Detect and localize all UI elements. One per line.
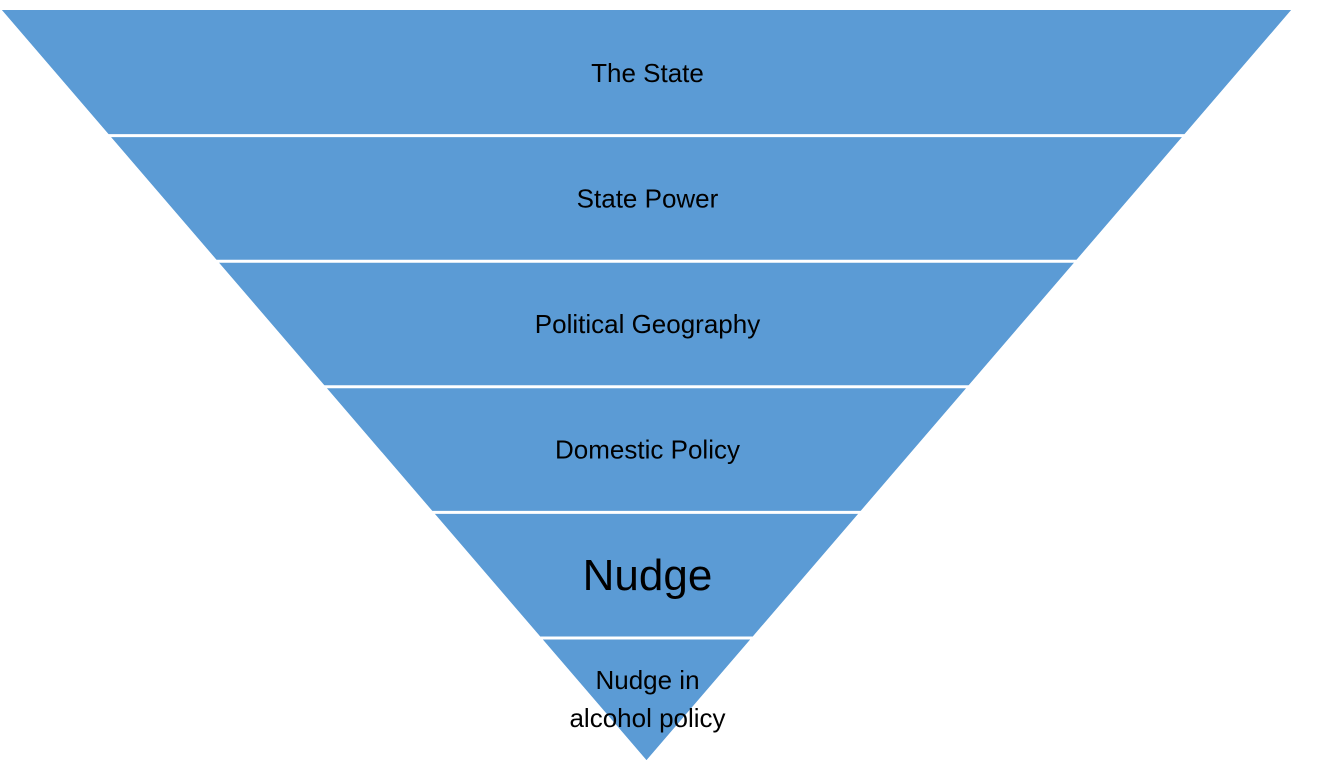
pyramid-level-1-label-line-1: The State	[591, 58, 704, 88]
pyramid-bands	[2, 10, 1291, 760]
pyramid-level-5-label-line-1: Nudge	[583, 551, 713, 600]
pyramid-dividers	[107, 134, 1186, 640]
pyramid-level-2-label: State Power	[577, 183, 719, 213]
pyramid-level-1-label: The State	[591, 58, 704, 88]
pyramid-level-2	[109, 135, 1184, 262]
pyramid-level-4-label: Domestic Policy	[555, 435, 740, 465]
pyramid-level-5-label: Nudge	[583, 551, 713, 600]
pyramid-level-1	[2, 10, 1291, 136]
pyramid-level-3-label: Political Geography	[535, 309, 760, 339]
pyramid-level-6-label-line-1: Nudge in	[595, 665, 699, 695]
pyramid-level-4-label-line-1: Domestic Policy	[555, 435, 740, 465]
pyramid-level-3-label-line-1: Political Geography	[535, 309, 760, 339]
pyramid-level-4	[325, 386, 968, 513]
pyramid-level-6	[541, 638, 752, 760]
pyramid-level-6-label-line-2: alcohol policy	[569, 703, 725, 733]
pyramid-level-2-label-line-1: State Power	[577, 183, 719, 213]
pyramid-level-3	[217, 261, 1076, 387]
pyramid-level-5	[433, 512, 860, 638]
pyramid-level-6-label: Nudge in alcohol policy	[569, 665, 725, 733]
